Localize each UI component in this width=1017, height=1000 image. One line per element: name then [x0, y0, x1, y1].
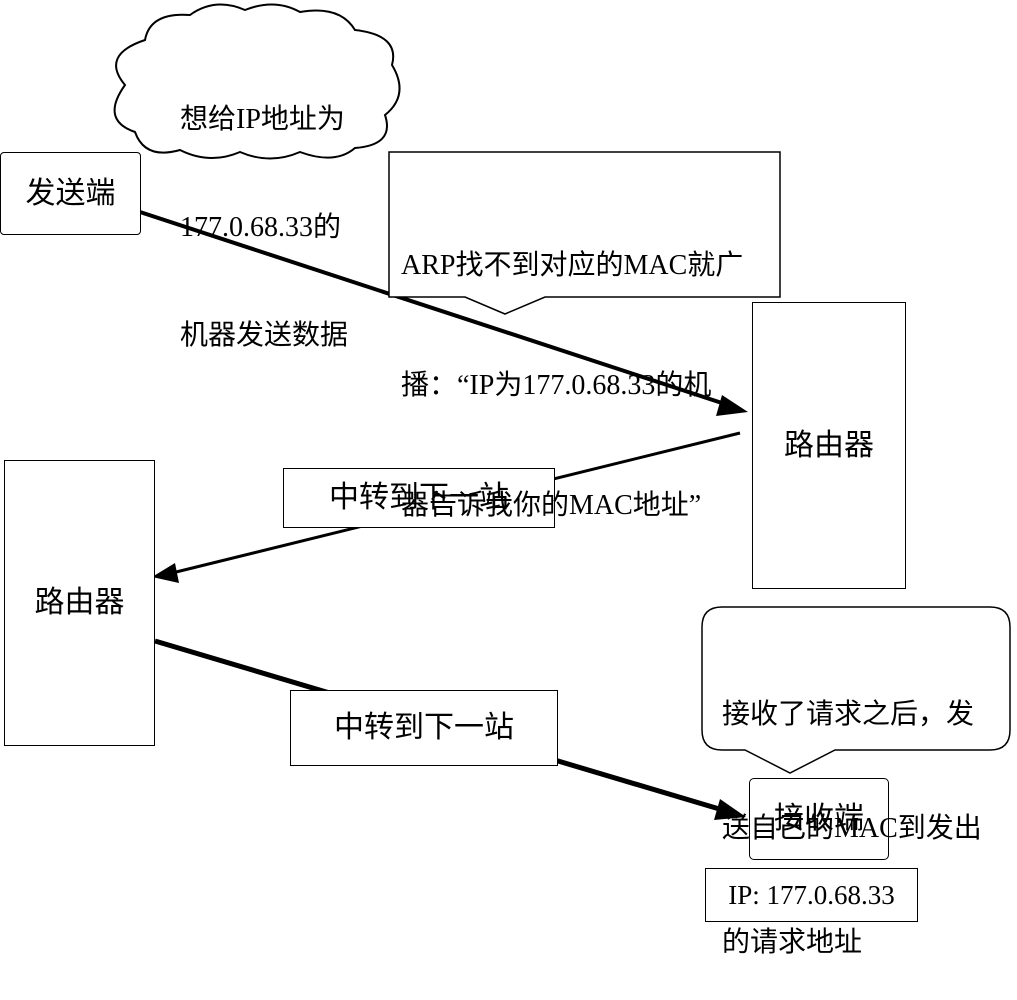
sender-box: 发送端: [0, 152, 141, 235]
router-left-label: 路由器: [34, 586, 125, 619]
arp-callout-line: 播：“IP为177.0.68.33的机: [401, 370, 712, 401]
relay-label-lower: 中转到下一站: [334, 711, 514, 744]
thought-cloud: [113, 3, 401, 160]
arp-callout-line: ARP找不到对应的MAC就广: [401, 250, 744, 281]
router-right-label: 路由器: [784, 428, 874, 462]
thought-cloud-text: 想给IP地址为 177.0.68.33的 机器发送数据: [180, 30, 348, 390]
arrow-sender-to-router: [139, 210, 729, 407]
receiver-label: 接收端: [774, 802, 864, 835]
arrow-head-router-to-router: [152, 563, 179, 583]
router-left-box: 路由器: [4, 460, 155, 746]
arrow-head-router-to-receiver: [714, 799, 746, 820]
thought-cloud-line: 想给IP地址为: [180, 104, 345, 135]
receiver-callout-line: 接收了请求之后，发: [722, 699, 975, 730]
thought-cloud-line: 177.0.68.33的: [180, 212, 342, 243]
receiver-callout-line: 送自己的MAC到发出: [722, 813, 982, 844]
thought-cloud-line: 机器发送数据: [180, 320, 349, 351]
receiver-ip-box: IP: 177.0.68.33: [705, 868, 918, 922]
receiver-callout-line: 的请求地址: [722, 927, 863, 958]
receiver-box: 接收端: [749, 778, 889, 860]
arp-callout-text: ARP找不到对应的MAC就广 播：“IP为177.0.68.33的机 器告诉我你…: [401, 166, 743, 566]
relay-label-lower-box: 中转到下一站: [290, 690, 558, 766]
arp-callout-shape: [388, 151, 781, 315]
arp-callout-line: 器告诉我你的MAC地址”: [401, 490, 702, 521]
arrow-head-sender-to-router: [716, 395, 748, 416]
receiver-callout-shape: [701, 606, 1011, 774]
sender-label: 发送端: [25, 176, 116, 210]
relay-label-upper-box: 中转到下一站: [283, 468, 555, 528]
receiver-callout-text: 接收了请求之后，发 送自己的MAC到发出 的请求地址: [722, 620, 982, 1000]
router-right-box: 路由器: [752, 302, 906, 589]
receiver-ip-label: IP: 177.0.68.33: [728, 879, 895, 910]
relay-label-upper: 中转到下一站: [329, 481, 509, 514]
